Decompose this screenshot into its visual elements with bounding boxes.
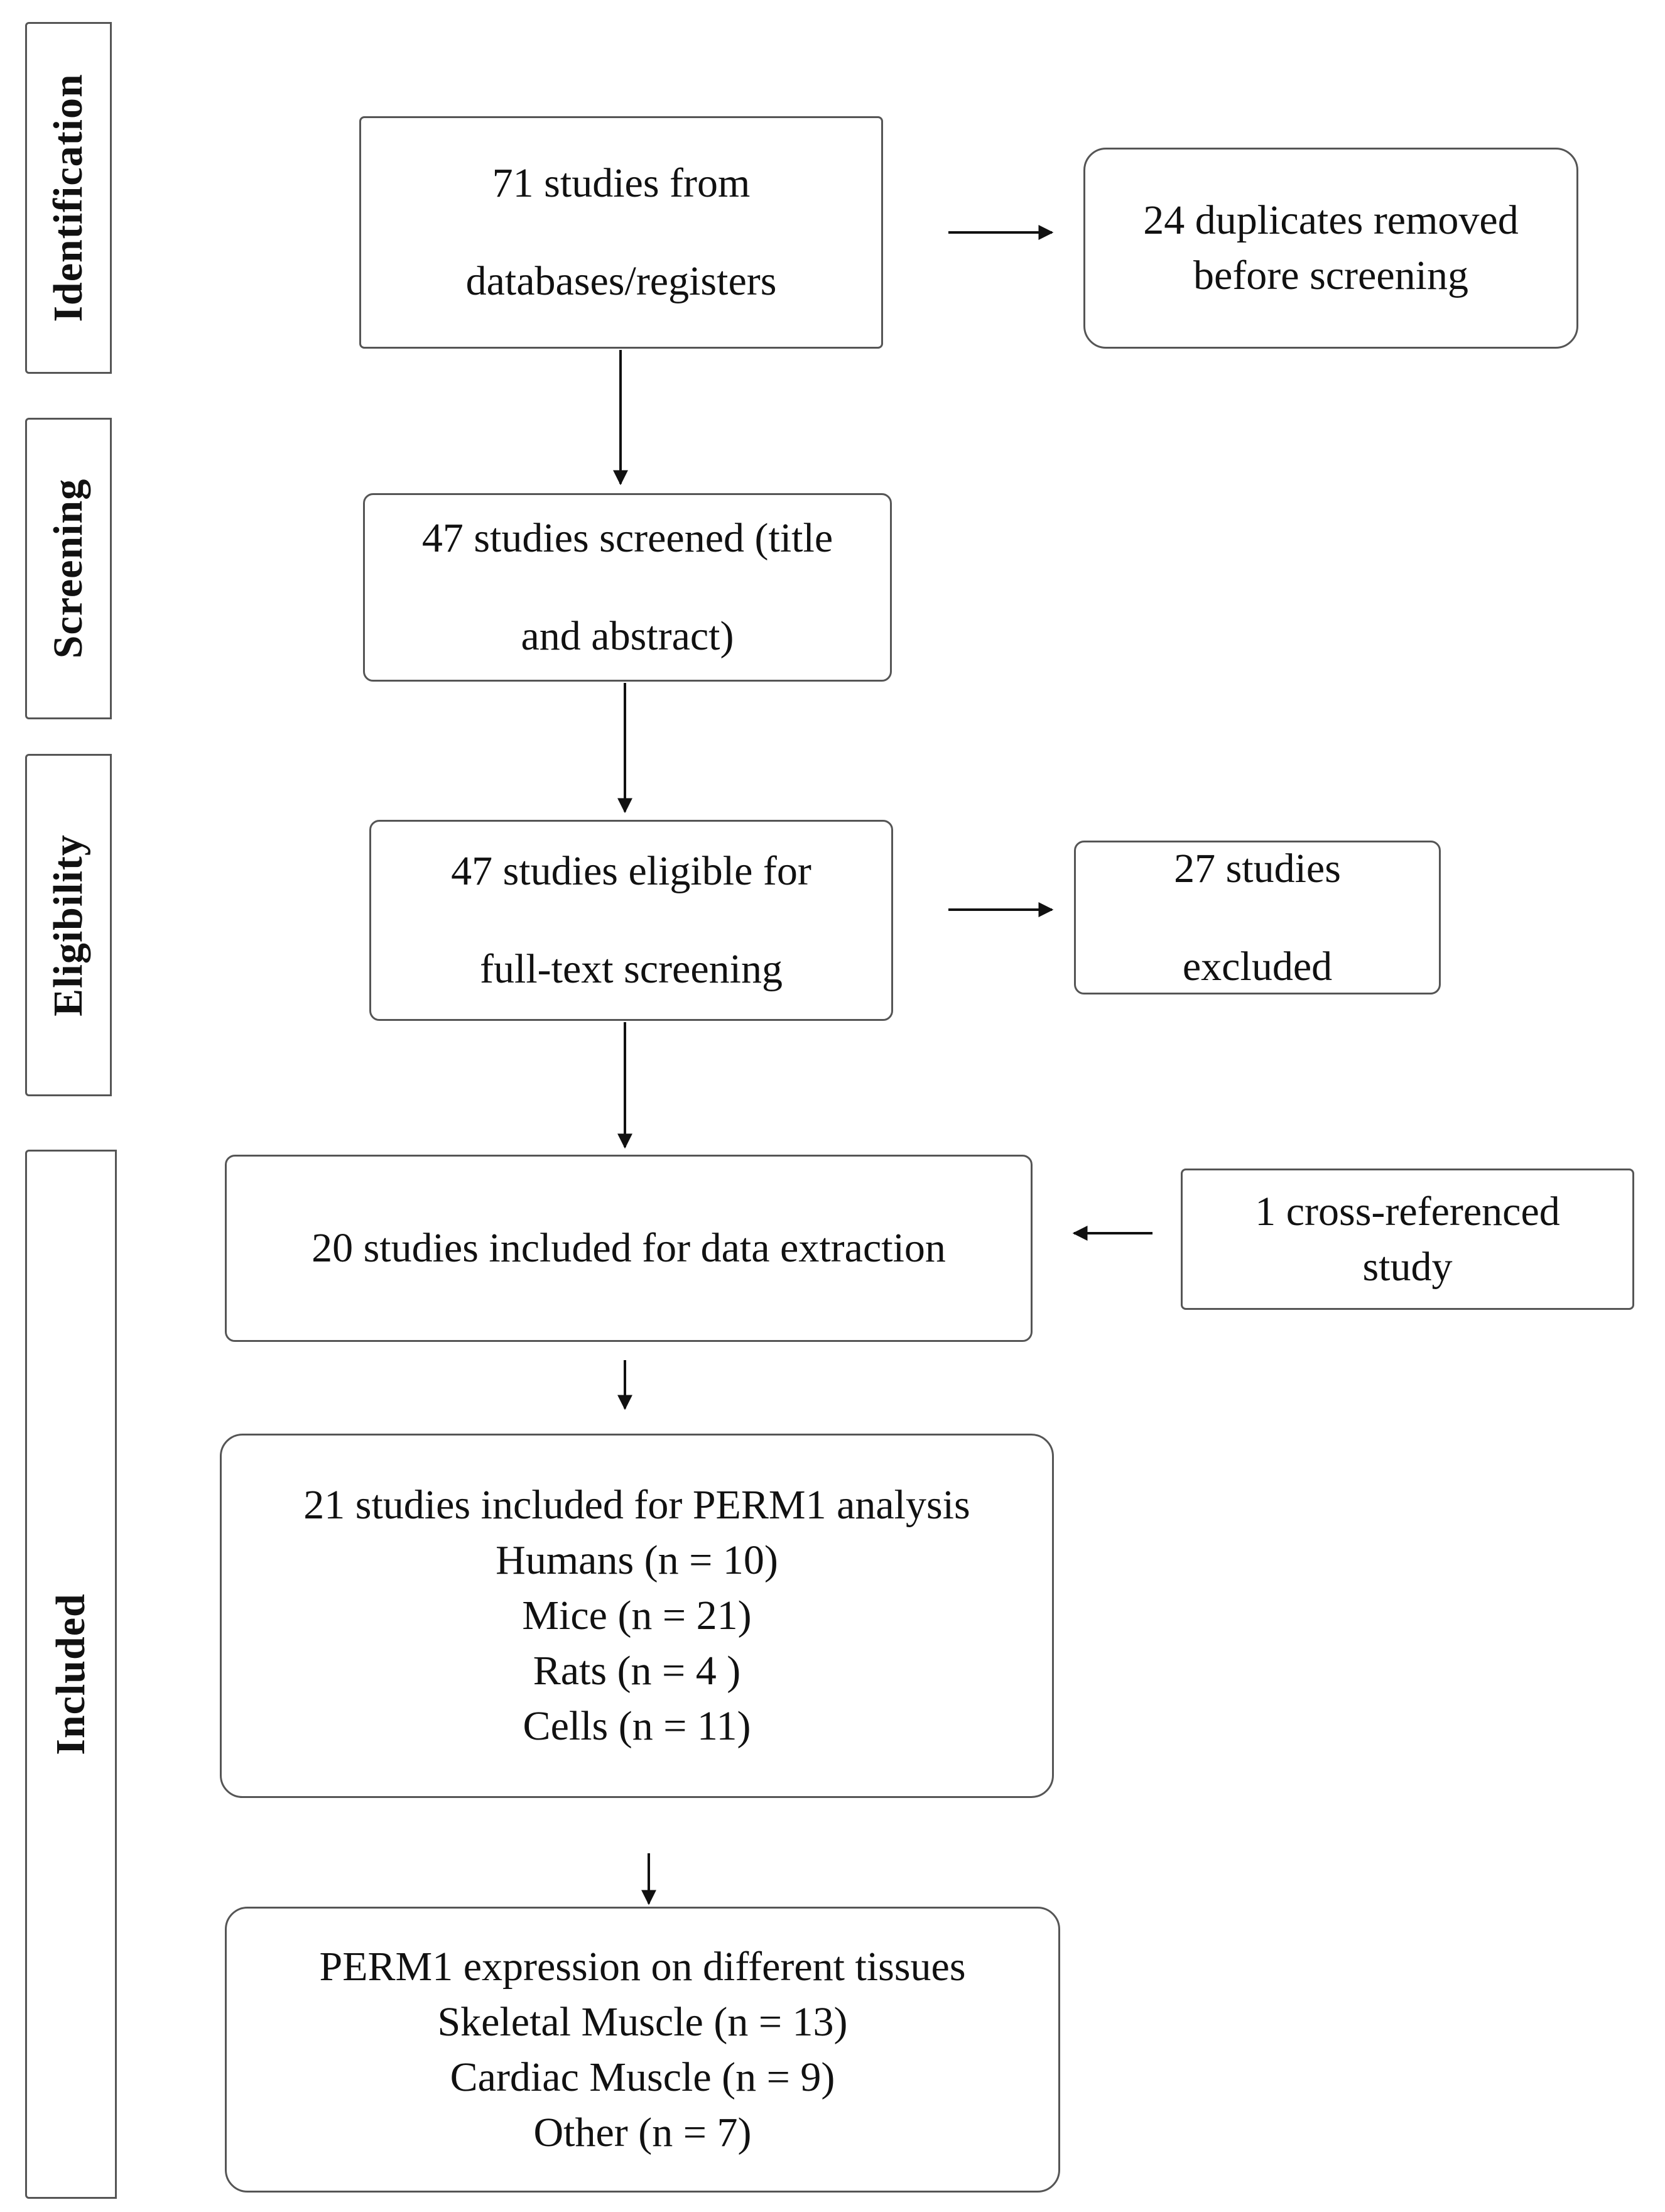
box-excluded-line-2: excluded xyxy=(1182,943,1333,989)
box-databases: 71 studies from databases/registers xyxy=(359,116,883,349)
box-perm1-line-3: Mice (n = 21) xyxy=(522,1593,752,1638)
phase-eligibility: Eligibility xyxy=(25,754,112,1096)
box-screened-line-2: and abstract) xyxy=(521,613,734,659)
box-perm1-line-1: 21 studies included for PERM1 analysis xyxy=(303,1482,970,1528)
box-eligible-line-2: full-text screening xyxy=(480,946,783,992)
box-excluded-line-1: 27 studies xyxy=(1174,845,1341,891)
box-tissues-line-2: Skeletal Muscle (n = 13) xyxy=(437,1998,848,2045)
box-tissues: PERM1 expression on different tissues Sk… xyxy=(225,1907,1060,2193)
box-data-extraction: 20 studies included for data extraction xyxy=(225,1155,1033,1342)
box-cross-referenced-line-2: study xyxy=(1362,1243,1453,1290)
box-perm1-line-5: Cells (n = 11) xyxy=(523,1703,751,1749)
box-eligible-line-1: 47 studies eligible for xyxy=(451,848,811,894)
box-tissues-line-4: Other (n = 7) xyxy=(533,2109,752,2155)
box-cross-referenced: 1 cross-referenced study xyxy=(1181,1169,1634,1310)
box-duplicates-removed: 24 duplicates removed before screening xyxy=(1083,148,1578,349)
box-cross-referenced-line-1: 1 cross-referenced xyxy=(1255,1188,1560,1234)
phase-identification: Identification xyxy=(25,22,112,374)
phase-screening: Screening xyxy=(25,418,112,719)
box-databases-line-2: databases/registers xyxy=(465,258,777,304)
phase-included: Included xyxy=(25,1150,117,2199)
box-extraction-line-1: 20 studies included for data extraction xyxy=(312,1225,946,1271)
box-databases-line-1: 71 studies from xyxy=(492,160,751,206)
box-duplicates-line-1: 24 duplicates removed xyxy=(1143,197,1519,243)
box-tissues-line-1: PERM1 expression on different tissues xyxy=(319,1943,966,1990)
box-excluded: 27 studies excluded xyxy=(1074,841,1441,994)
box-eligible: 47 studies eligible for full-text screen… xyxy=(369,820,893,1021)
box-duplicates-line-2: before screening xyxy=(1193,253,1468,298)
box-perm1-line-4: Rats (n = 4 ) xyxy=(533,1648,741,1694)
box-screened: 47 studies screened (title and abstract) xyxy=(363,493,892,682)
box-tissues-line-3: Cardiac Muscle (n = 9) xyxy=(450,2054,835,2100)
box-perm1-analysis: 21 studies included for PERM1 analysis H… xyxy=(220,1434,1054,1798)
box-screened-line-1: 47 studies screened (title xyxy=(421,515,833,561)
box-perm1-line-2: Humans (n = 10) xyxy=(496,1537,778,1583)
